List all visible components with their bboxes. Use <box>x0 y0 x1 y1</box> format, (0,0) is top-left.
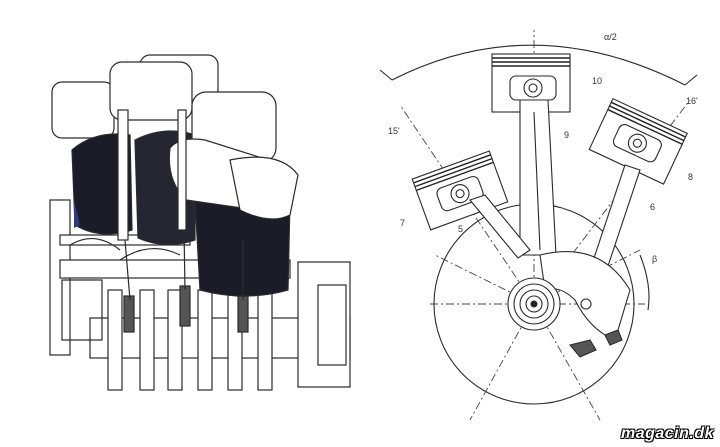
label-5: 5 <box>458 224 463 234</box>
label-10: 10 <box>592 76 602 86</box>
diagram-labels: α/2 16' 15' 10 9 8 7 6 5 β <box>388 32 698 264</box>
label-15: 15' <box>388 126 400 136</box>
label-16: 16' <box>686 96 698 106</box>
label-7: 7 <box>400 218 405 228</box>
label-9: 9 <box>564 130 569 140</box>
w-engine-schematic <box>379 30 698 421</box>
engine-perspective-drawing <box>49 54 351 391</box>
label-beta: β <box>652 254 657 264</box>
label-alpha: α/2 <box>604 32 617 42</box>
site-watermark: magacin.dk <box>620 425 714 442</box>
label-8: 8 <box>688 172 693 182</box>
label-6: 6 <box>650 202 655 212</box>
